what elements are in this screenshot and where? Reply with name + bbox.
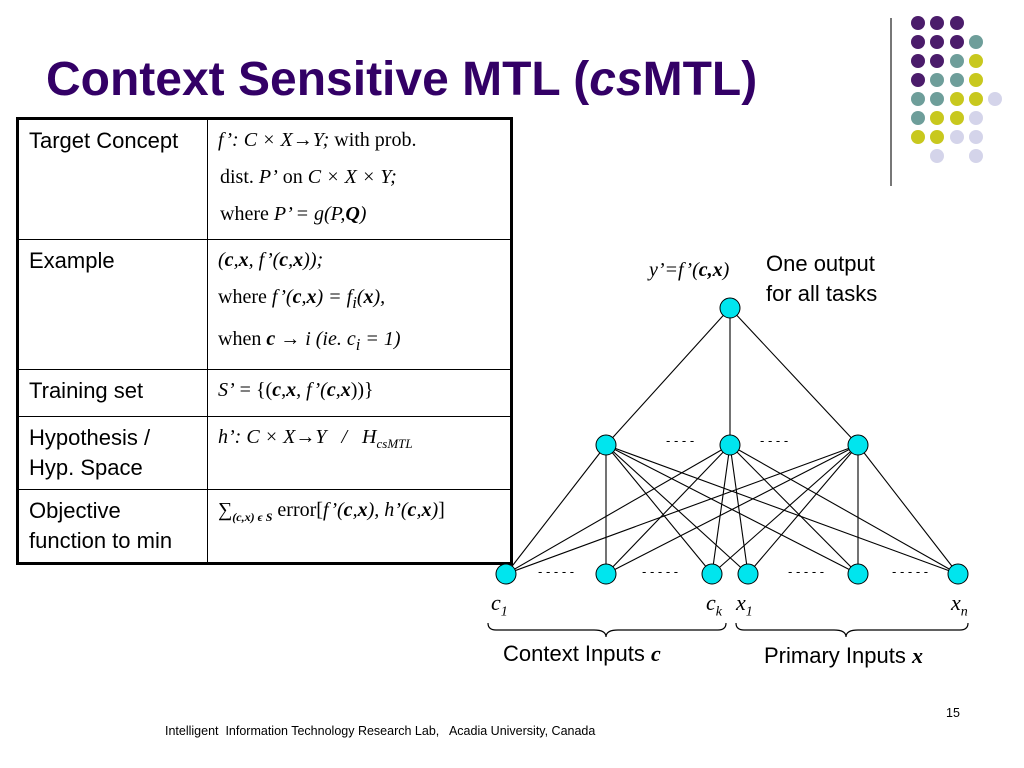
- table-row-target-concept: Target Concept f’: C × X→Y; with prob. d…: [17, 118, 512, 240]
- decorative-dot-grid: [911, 16, 1002, 163]
- cs-mtl-definition-table: Target Concept f’: C × X→Y; with prob. d…: [16, 117, 513, 565]
- row-definition: S’ = {(c,x, f’(c,x))}: [207, 369, 512, 417]
- row-definition: (c,x, f’(c,x)); where f’(c,x) = fi(x), w…: [207, 239, 512, 370]
- context-inputs-brace: [487, 622, 727, 638]
- context-inputs-label: Context Inputs c: [503, 641, 661, 666]
- row-label: Objective function to min: [17, 489, 208, 564]
- input-ellipsis: - - - - -: [642, 564, 679, 579]
- row-definition: f’: C × X→Y; with prob. dist. P’ on C × …: [207, 118, 512, 240]
- hidden-node: [719, 434, 741, 456]
- primary-inputs-brace: [735, 622, 969, 638]
- table-row-example: Example (c,x, f’(c,x)); where f’(c,x) = …: [17, 239, 512, 370]
- primary-input-node: [947, 563, 969, 585]
- network-connections: [505, 307, 959, 575]
- slide-title: Context Sensitive MTL (csMTL): [46, 53, 758, 106]
- input-label-xn: xn: [951, 590, 968, 620]
- output-node: [719, 297, 741, 319]
- input-ellipsis: - - - - -: [788, 564, 825, 579]
- input-label-ck: ck: [706, 590, 722, 620]
- row-definition: h’: C × X→Y / HcsMTL: [207, 416, 512, 490]
- hidden-node: [847, 434, 869, 456]
- context-input-node: [595, 563, 617, 585]
- input-ellipsis: - - - - -: [892, 564, 929, 579]
- hidden-ellipsis: - - - -: [760, 433, 789, 448]
- input-ellipsis: - - - - -: [538, 564, 575, 579]
- context-input-node: [495, 563, 517, 585]
- table-row-training-set: Training set S’ = {(c,x, f’(c,x))}: [17, 369, 512, 417]
- table-row-hypothesis: Hypothesis / Hyp. Space h’: C × X→Y / Hc…: [17, 416, 512, 490]
- table-row-objective: Objective function to min ∑(c,x) ϵ S err…: [17, 489, 512, 564]
- footer-text: Intelligent Information Technology Resea…: [165, 724, 596, 738]
- primary-inputs-label: Primary Inputs x: [764, 643, 923, 668]
- context-input-node: [701, 563, 723, 585]
- primary-input-node: [847, 563, 869, 585]
- row-label: Training set: [17, 369, 208, 417]
- row-label: Example: [17, 239, 208, 370]
- neural-network-diagram: [487, 297, 969, 638]
- input-label-x1: x1: [736, 590, 753, 620]
- page-number: 15: [946, 706, 960, 720]
- hidden-ellipsis: - - - -: [666, 433, 695, 448]
- row-definition: ∑(c,x) ϵ S error[f’(c,x), h’(c,x)]: [207, 489, 512, 564]
- primary-input-node: [737, 563, 759, 585]
- row-label: Hypothesis / Hyp. Space: [17, 416, 208, 490]
- output-equation-label: y’=f’(c,x): [649, 259, 730, 281]
- title-separator-line: [890, 18, 892, 186]
- input-label-c1: c1: [491, 590, 508, 620]
- row-label: Target Concept: [17, 118, 208, 240]
- hidden-node: [595, 434, 617, 456]
